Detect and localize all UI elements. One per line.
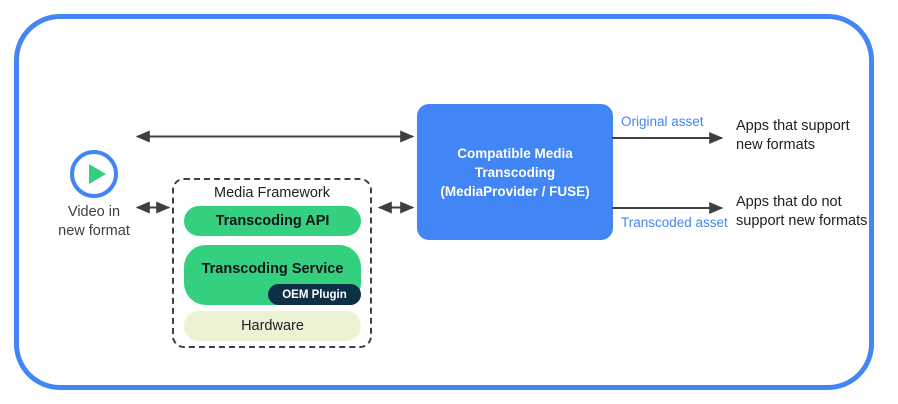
media-framework-group <box>172 178 372 348</box>
transcoding-api-box[interactable]: Transcoding API <box>184 206 361 236</box>
video-source-caption: Video in new format <box>58 204 130 239</box>
outer-frame-border <box>14 14 874 390</box>
play-triangle-icon <box>89 164 106 184</box>
media-framework-title: Media Framework <box>213 185 331 201</box>
arrow-framework-to-transcoding <box>377 201 415 214</box>
hardware-box[interactable]: Hardware <box>184 311 361 341</box>
arrow-transcoded-asset <box>612 202 724 215</box>
transcoding-service-label: Transcoding Service <box>201 261 344 277</box>
play-circle-icon <box>70 150 118 198</box>
apps-support-new-formats-label: Apps that support new formats <box>736 118 850 153</box>
arrow-video-to-transcoding <box>135 130 415 143</box>
transcoding-api-label: Transcoding API <box>215 213 330 229</box>
apps-no-support-new-formats-label: Apps that do not support new formats <box>736 194 868 229</box>
arrow-original-asset <box>612 132 724 145</box>
oem-plugin-label: OEM Plugin <box>282 288 347 301</box>
oem-plugin-badge[interactable]: OEM Plugin <box>268 284 361 305</box>
compatible-media-transcoding-box[interactable]: Compatible Media Transcoding (MediaProvi… <box>417 104 613 240</box>
hardware-label: Hardware <box>241 318 304 334</box>
compatible-media-transcoding-label: Compatible Media Transcoding (MediaProvi… <box>440 145 590 199</box>
transcoded-asset-label: Transcoded asset <box>621 215 728 230</box>
arrow-video-to-framework <box>135 201 171 214</box>
original-asset-label: Original asset <box>621 114 704 129</box>
